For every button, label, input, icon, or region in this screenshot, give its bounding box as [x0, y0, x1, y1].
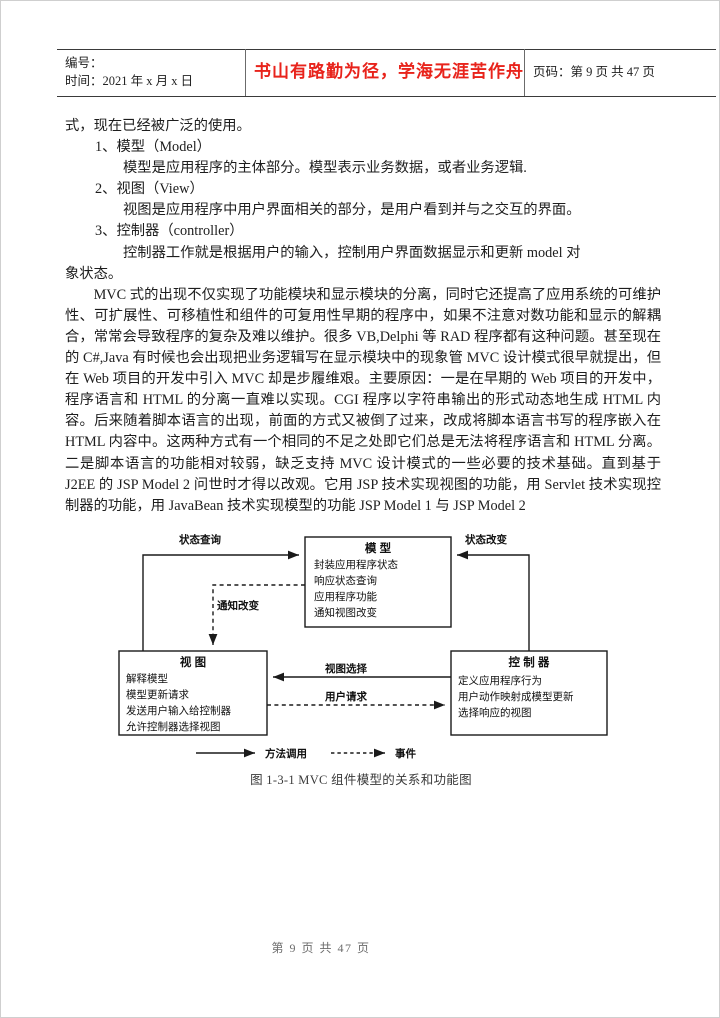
controller-box-line-1: 定义应用程序行为 [458, 674, 542, 687]
mvc-diagram: 模 型 封装应用程序状态 响应状态查询 应用程序功能 通知视图改变 视 图 解释… [113, 529, 613, 764]
view-box-line-3: 发送用户输入给控制器 [126, 704, 231, 717]
document-body: 式，现在已经被广泛的使用。 1、模型（Model） 模型是应用程序的主体部分。模… [65, 116, 661, 517]
list-item-title-1: 1、模型（Model） [95, 139, 211, 156]
edge-notify-change [208, 584, 305, 645]
edge-label-user-request: 用户请求 [324, 690, 367, 703]
model-box-line-1: 封装应用程序状态 [314, 558, 398, 571]
edge-state-query [142, 550, 299, 651]
controller-box-line-3: 选择响应的视图 [458, 706, 532, 719]
header-date-label: 时间：2021 年 x 月 x 日 [65, 74, 194, 89]
model-box-line-4: 通知视图改变 [314, 606, 377, 619]
model-box [304, 536, 452, 628]
view-box [118, 650, 268, 736]
list-item-title-2: 2、视图（View） [95, 181, 204, 198]
edge-state-change [457, 550, 530, 651]
legend-dashed-label: 事件 [395, 747, 416, 760]
figure-caption: 图 1-3-1 MVC 组件模型的关系和功能图 [250, 773, 472, 787]
edge-label-view-select: 视图选择 [325, 662, 367, 675]
body-main-paragraph: MVC 式的出现不仅实现了功能模块和显示模块的分离，同时它还提高了应用系统的可维… [65, 286, 661, 514]
header-meta-cell: 编号： 时间：2021 年 x 月 x 日 [57, 48, 246, 98]
table-row: 编号： 时间：2021 年 x 月 x 日 书山有路勤为径，学海无涯苦作舟 页码… [57, 48, 716, 98]
header-slogan: 书山有路勤为径，学海无涯苦作舟 [254, 61, 524, 81]
view-box-line-4: 允许控制器选择视图 [126, 720, 221, 733]
list-item-desc-1: 模型是应用程序的主体部分。模型表示业务数据，或者业务逻辑. [123, 160, 527, 177]
list-item-desc-3-cont: 象状态。 [65, 265, 123, 282]
view-box-title: 视 图 [180, 655, 206, 669]
body-lead-line: 式，现在已经被广泛的使用。 [65, 118, 251, 134]
header-page-label: 页码：第 9 页 共 47 页 [533, 65, 655, 80]
page-header-table: 编号： 时间：2021 年 x 月 x 日 书山有路勤为径，学海无涯苦作舟 页码… [57, 48, 716, 98]
view-box-line-2: 模型更新请求 [126, 688, 189, 701]
model-box-line-2: 响应状态查询 [314, 574, 377, 587]
view-box-line-1: 解释模型 [126, 672, 168, 685]
header-slogan-cell: 书山有路勤为径，学海无涯苦作舟 [245, 48, 525, 98]
controller-box-title: 控 制 器 [509, 655, 550, 669]
controller-box-line-2: 用户动作映射成模型更新 [458, 690, 574, 703]
list-item-desc-2: 视图是应用程序中用户界面相关的部分，是用户看到并与之交互的界面。 [123, 202, 581, 219]
header-code-label: 编号： [65, 56, 103, 70]
model-box-title: 模 型 [365, 541, 392, 555]
edge-label-state-query: 状态查询 [179, 533, 221, 546]
header-pagecode-cell: 页码：第 9 页 共 47 页 [524, 48, 716, 98]
page-footer: 第 9 页 共 47 页 [271, 941, 371, 955]
list-item-desc-3: 控制器工作就是根据用户的输入，控制用户界面数据显示和更新 model 对 [123, 244, 581, 261]
legend-solid-label: 方法调用 [265, 747, 307, 760]
edge-label-state-change: 状态改变 [465, 533, 507, 546]
edge-label-notify-change: 通知改变 [217, 599, 259, 612]
model-box-line-3: 应用程序功能 [314, 590, 377, 603]
list-item-title-3: 3、控制器（controller） [95, 223, 244, 240]
